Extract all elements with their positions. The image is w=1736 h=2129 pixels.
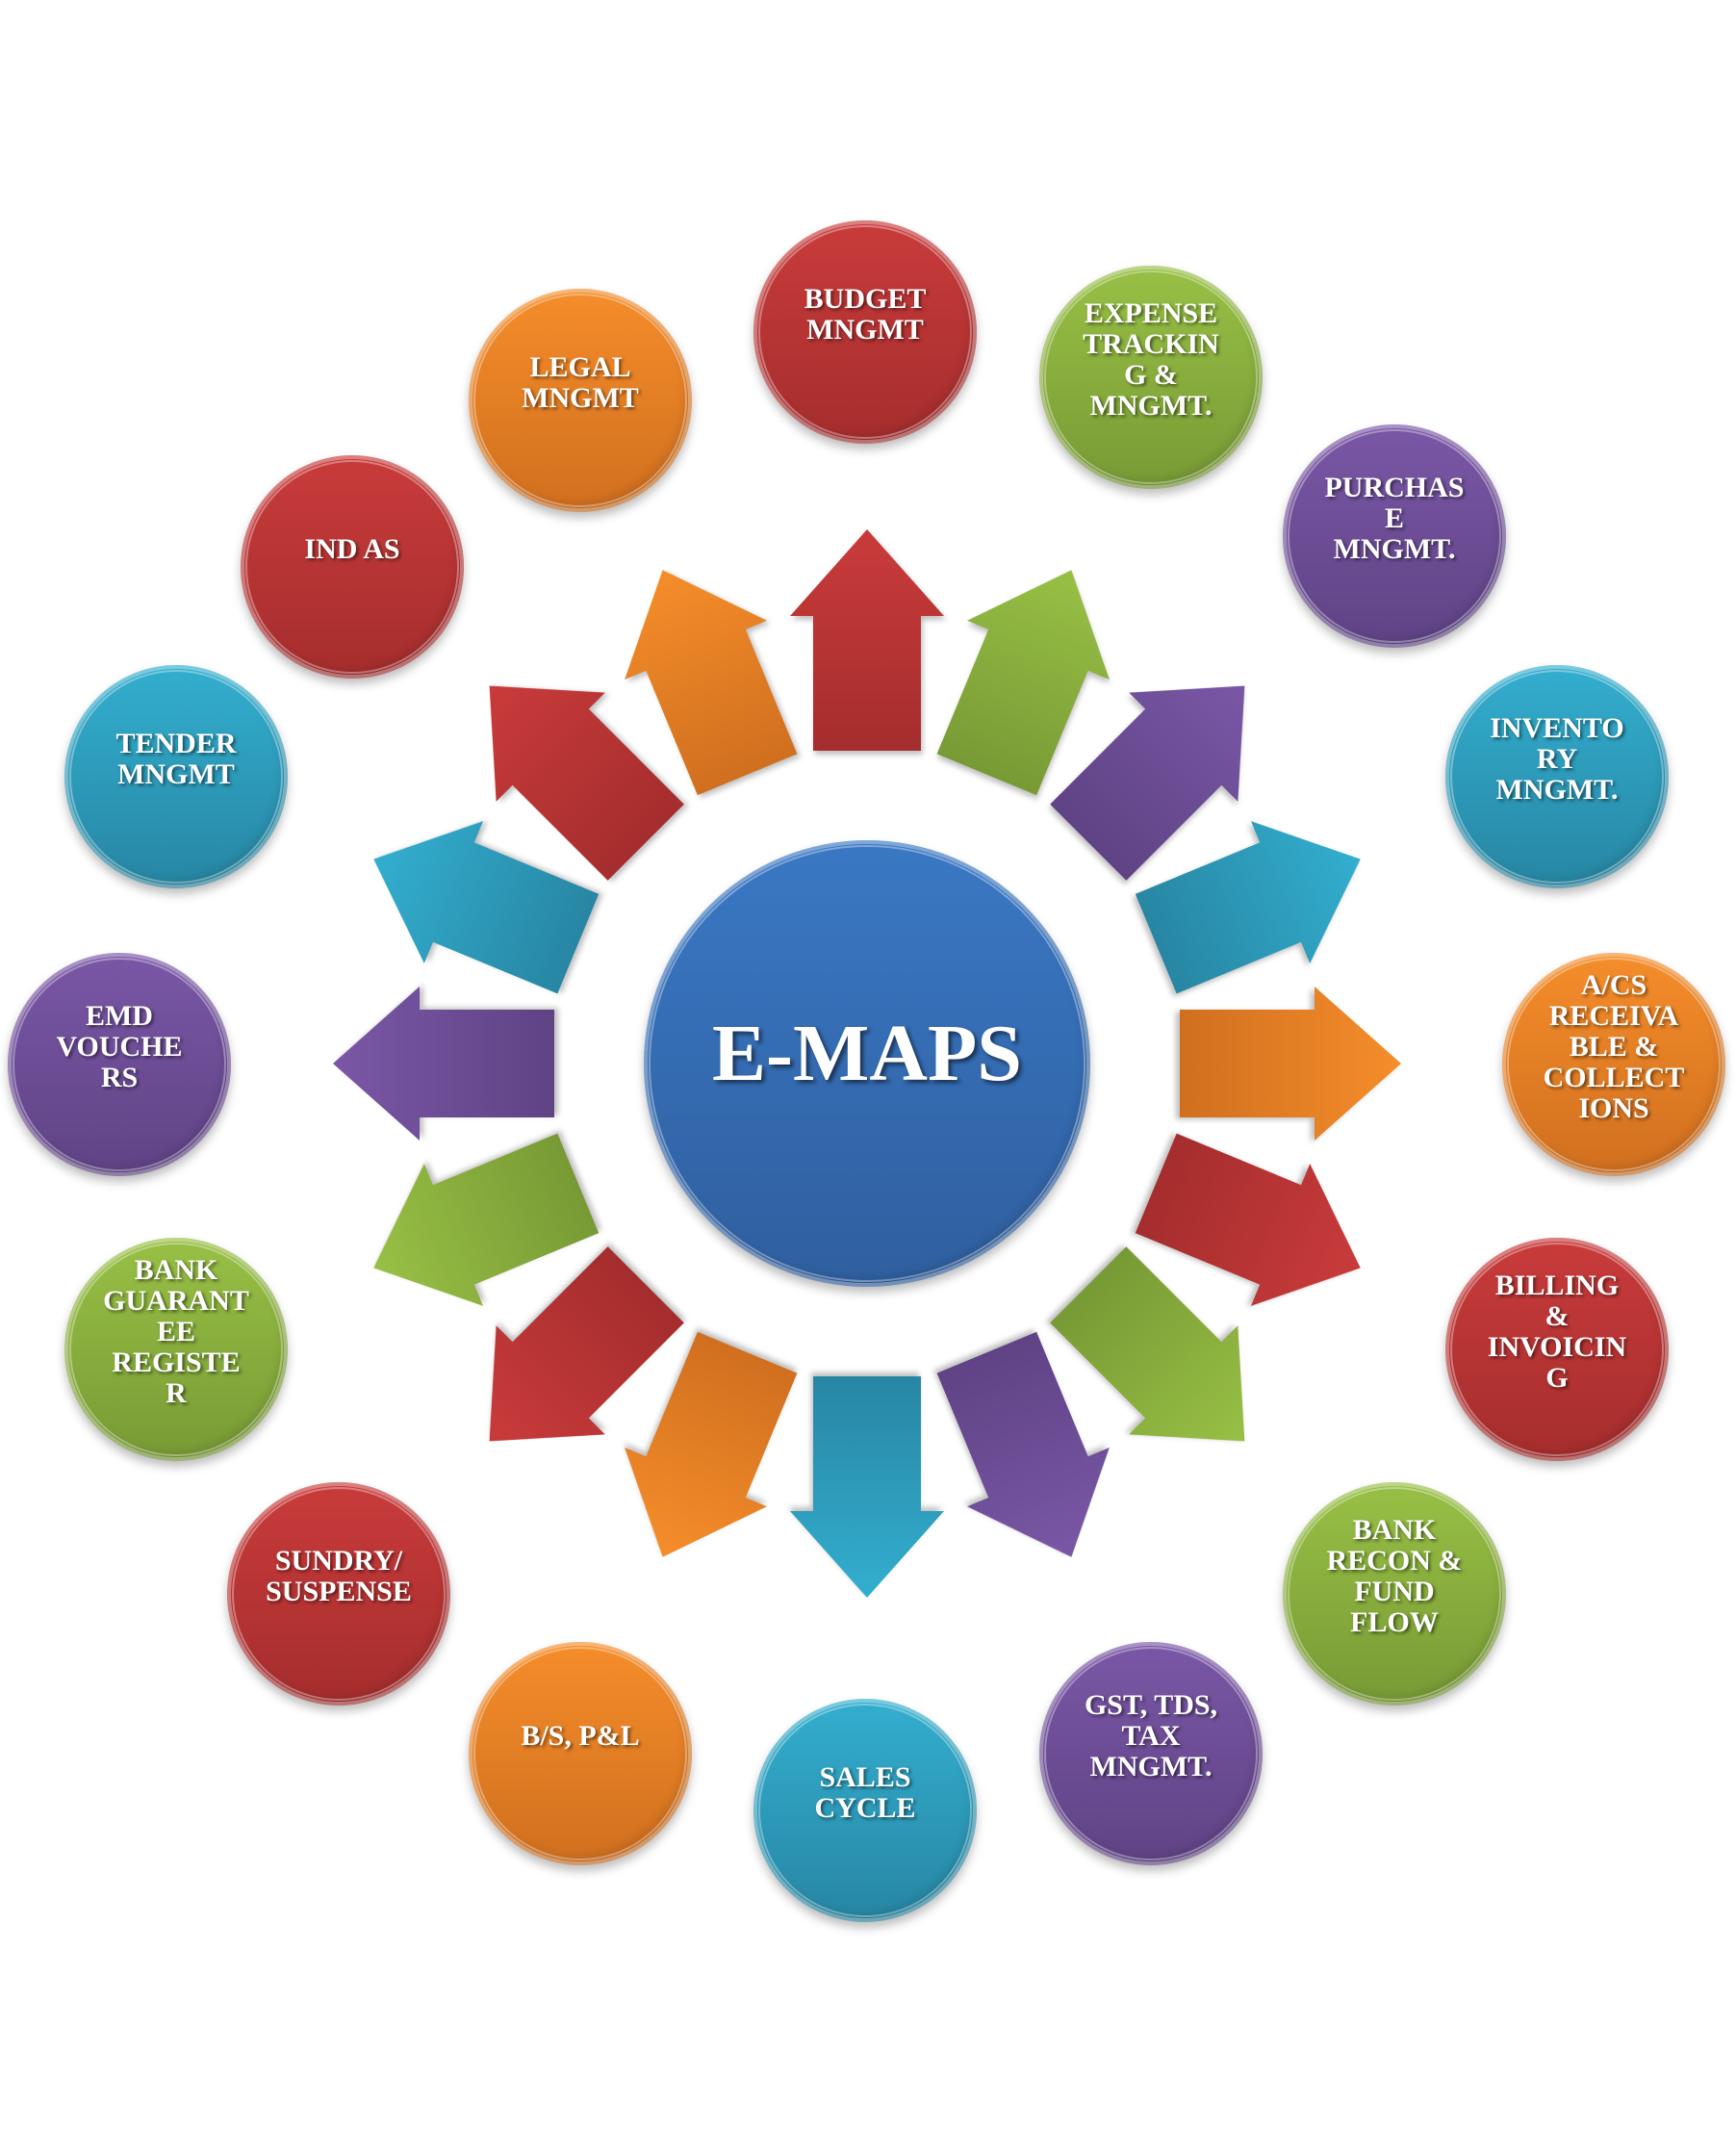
- module-label: BANK RECON & FUND FLOW: [1326, 1514, 1463, 1638]
- arrow-to-gst: [936, 1331, 1110, 1557]
- module-node-inventory: INVENTO RY MNGMT.: [1445, 665, 1669, 888]
- arrow-to-legal: [625, 570, 798, 796]
- module-label: SUNDRY/ SUSPENSE: [266, 1545, 412, 1607]
- module-label: BUDGET MNGMT: [804, 283, 927, 346]
- module-label: BANK GUARANT EE REGISTE R: [103, 1254, 249, 1409]
- module-node-bs-pl: B/S, P&L: [469, 1642, 692, 1865]
- module-node-tender: TENDER MNGMT: [64, 665, 288, 888]
- module-node-sundry: SUNDRY/ SUSPENSE: [227, 1482, 450, 1706]
- arrow-to-sales: [790, 1376, 944, 1598]
- module-label: INVENTO RY MNGMT.: [1490, 712, 1624, 806]
- module-node-budget: BUDGET MNGMT: [753, 220, 977, 444]
- center-label: E-MAPS: [712, 1009, 1022, 1098]
- module-node-expense: EXPENSE TRACKIN G & MNGMT.: [1039, 266, 1263, 489]
- module-node-receivables: A/CS RECEIVA BLE & COLLECT IONS: [1502, 953, 1725, 1176]
- module-label: TENDER MNGMT: [115, 728, 237, 790]
- arrow-to-bank-guarantee: [373, 1133, 600, 1306]
- arrow-to-tender: [373, 821, 600, 994]
- module-node-emd: EMD VOUCHE RS: [8, 953, 231, 1176]
- module-label: EXPENSE TRACKIN G & MNGMT.: [1083, 297, 1219, 422]
- arrow-to-sundry: [489, 1246, 684, 1442]
- module-label: SALES CYCLE: [814, 1761, 916, 1824]
- arrow-to-billing: [1135, 1133, 1361, 1306]
- module-label: B/S, P&L: [521, 1720, 640, 1752]
- module-node-billing: BILLING & INVOICIN G: [1445, 1238, 1669, 1461]
- arrow-to-emd: [333, 987, 554, 1141]
- arrow-to-bs-pl: [625, 1331, 798, 1557]
- arrow-to-receivables: [1180, 987, 1401, 1141]
- center-node-emaps: E-MAPS: [644, 840, 1090, 1287]
- module-label: PURCHAS E MNGMT.: [1324, 472, 1465, 565]
- arrow-to-inventory: [1135, 821, 1361, 994]
- module-label: EMD VOUCHE RS: [56, 1000, 183, 1093]
- module-label: LEGAL MNGMT: [522, 351, 639, 414]
- module-node-purchase: PURCHAS E MNGMT.: [1283, 424, 1506, 648]
- module-label: IND AS: [304, 533, 400, 565]
- module-label: A/CS RECEIVA BLE & COLLECT IONS: [1543, 969, 1685, 1124]
- arrow-to-budget: [790, 529, 944, 751]
- module-node-bank-guarantee: BANK GUARANT EE REGISTE R: [64, 1238, 288, 1461]
- module-label: BILLING & INVOICIN G: [1487, 1270, 1627, 1394]
- module-label: GST, TDS, TAX MNGMT.: [1084, 1689, 1218, 1783]
- arrow-to-bank-recon: [1050, 1246, 1245, 1442]
- arrow-to-ind-as: [489, 685, 684, 881]
- module-node-sales: SALES CYCLE: [753, 1699, 977, 1922]
- arrow-to-expense: [936, 570, 1110, 796]
- module-node-ind-as: IND AS: [241, 455, 464, 679]
- module-node-gst: GST, TDS, TAX MNGMT.: [1039, 1642, 1263, 1865]
- module-node-legal: LEGAL MNGMT: [469, 289, 692, 512]
- arrow-to-purchase: [1050, 685, 1245, 881]
- module-node-bank-recon: BANK RECON & FUND FLOW: [1283, 1482, 1506, 1706]
